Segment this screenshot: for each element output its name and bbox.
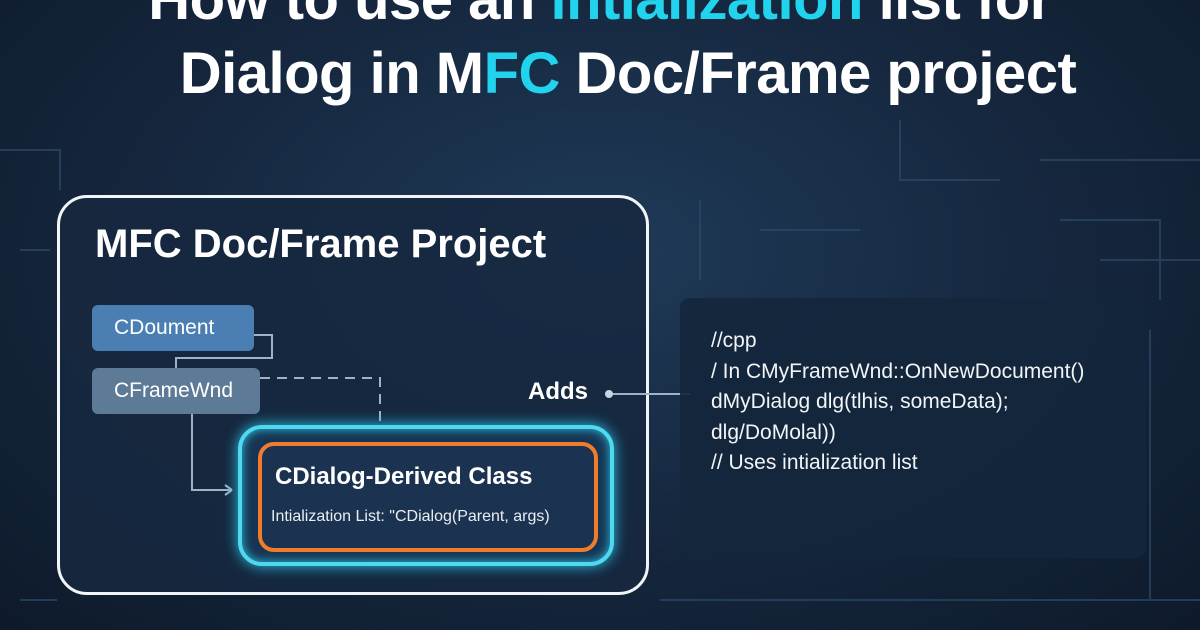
- adds-label: Adds: [528, 378, 588, 405]
- project-heading: MFC Doc/Frame Project: [95, 222, 547, 266]
- title-line-1: How to use an intialization list for: [0, 0, 1200, 33]
- code-block: //cpp/ In CMyFrameWnd::OnNewDocument()dM…: [711, 326, 1084, 479]
- adds-dot: [605, 390, 613, 398]
- code-line: // Uses intialization list: [711, 451, 918, 474]
- class-cdocument: CDoument: [92, 305, 254, 351]
- code-line: dlg/DoMolal)): [711, 420, 836, 444]
- doc-to-frame-connector: [175, 334, 273, 368]
- frame-to-dialog-connector: [191, 414, 232, 491]
- dialog-class-box: [258, 442, 598, 552]
- class-cframewnd: CFrameWnd: [92, 368, 260, 414]
- title-line-2: Dialog in MFC Doc/Frame project: [179, 41, 1077, 106]
- class-cframewnd-label: CFrameWnd: [114, 379, 234, 402]
- dashed-connector: [260, 377, 381, 425]
- code-line: dMyDialog dlg(tlhis, someData);: [711, 390, 1009, 413]
- dialog-class-title: CDialog-Derived Class: [275, 463, 533, 490]
- code-line: //cpp: [711, 329, 757, 352]
- dialog-class-subtitle: Intialization List: "CDialog(Parent, arg…: [271, 508, 550, 525]
- class-cdocument-label: CDoument: [114, 316, 215, 339]
- code-panel: [680, 298, 1146, 558]
- code-line: / In CMyFrameWnd::OnNewDocument(): [711, 359, 1085, 383]
